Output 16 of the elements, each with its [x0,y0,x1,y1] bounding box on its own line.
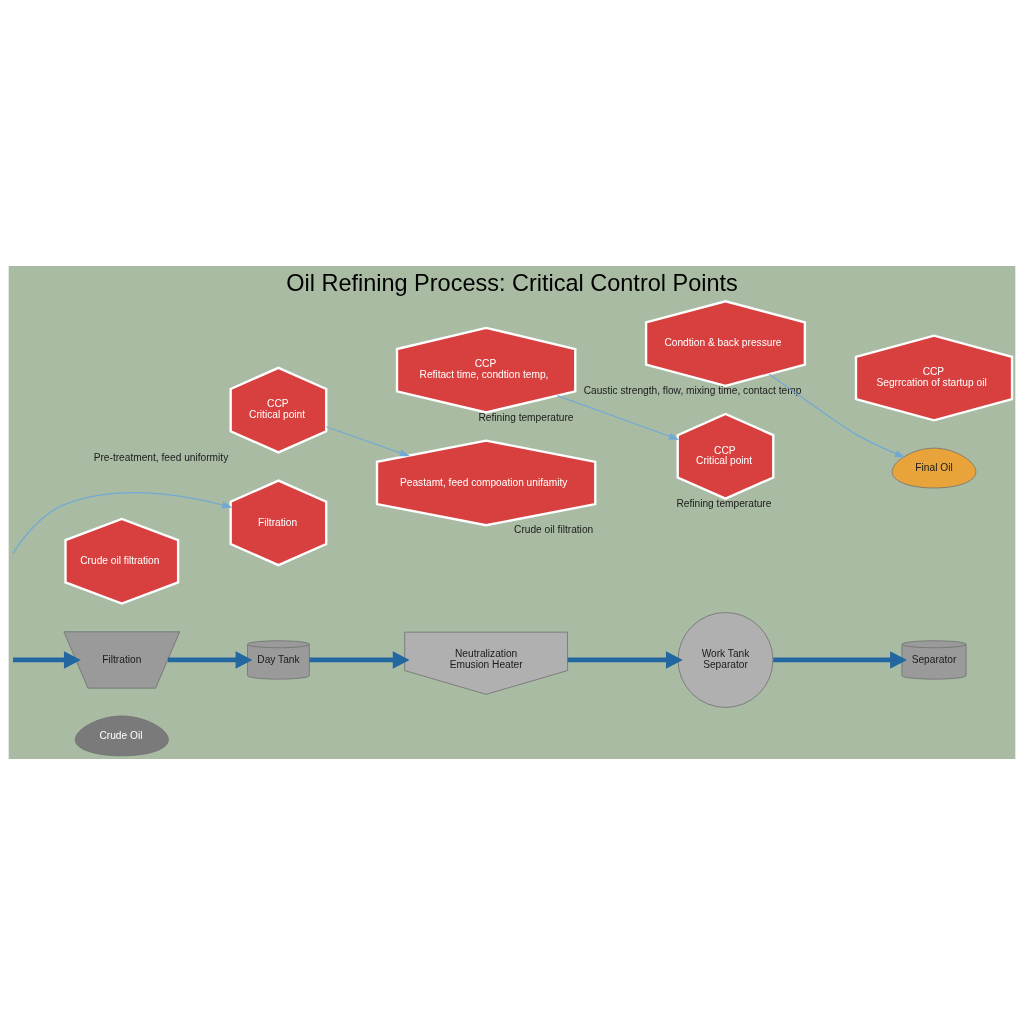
arrow [325,425,410,456]
arrow [773,650,907,669]
node-circle: Work Tank Separator [677,611,774,708]
node-label: Refining temperature [676,497,772,509]
node-label: Refining temperature [478,411,574,423]
arrow [167,650,253,669]
diagram-title: Oil Refining Process: Critical Control Points [286,269,738,296]
arrow [309,650,410,669]
node-label: Pre-treatment, feed uniformity [93,451,229,463]
arrow [567,650,683,669]
node-label: Crude oil filtration [514,523,594,535]
node-label: Caustic strength, flow, mixing time, contact temp [583,384,802,396]
arrow [12,491,233,554]
arrow [13,650,81,669]
arrow [768,373,906,457]
arrow [556,394,680,440]
